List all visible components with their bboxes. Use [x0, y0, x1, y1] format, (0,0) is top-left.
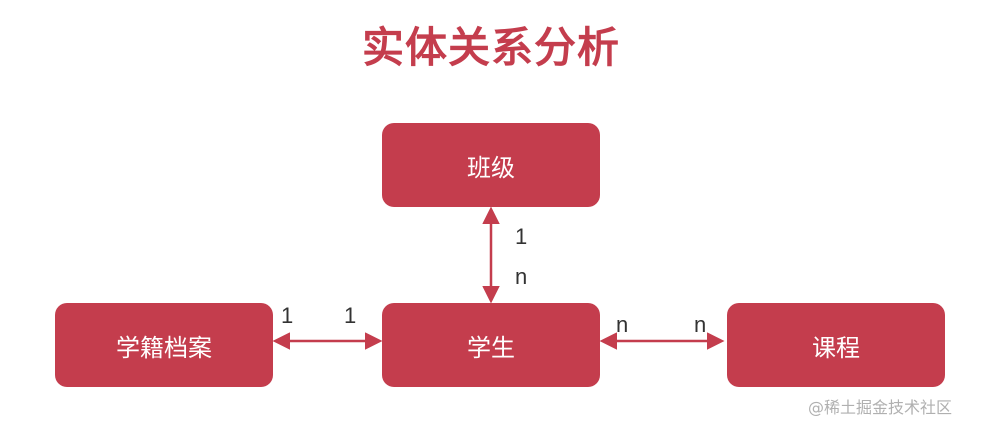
cardinality-record-side: 1 — [281, 303, 294, 328]
entity-class: 班级 — [382, 123, 600, 207]
cardinality-course-side: n — [694, 312, 707, 337]
cardinality-student-side-class: n — [515, 264, 528, 289]
entity-course: 课程 — [727, 303, 945, 387]
entity-student: 学生 — [382, 303, 600, 387]
watermark: @稀土掘金技术社区 — [808, 398, 953, 417]
cardinality-student-side-record: 1 — [344, 303, 357, 328]
cardinality-class-side: 1 — [515, 224, 528, 249]
entity-student-record: 学籍档案 — [55, 303, 273, 387]
diagram-title: 实体关系分析 — [361, 23, 620, 72]
cardinality-student-side-course: n — [616, 312, 629, 337]
